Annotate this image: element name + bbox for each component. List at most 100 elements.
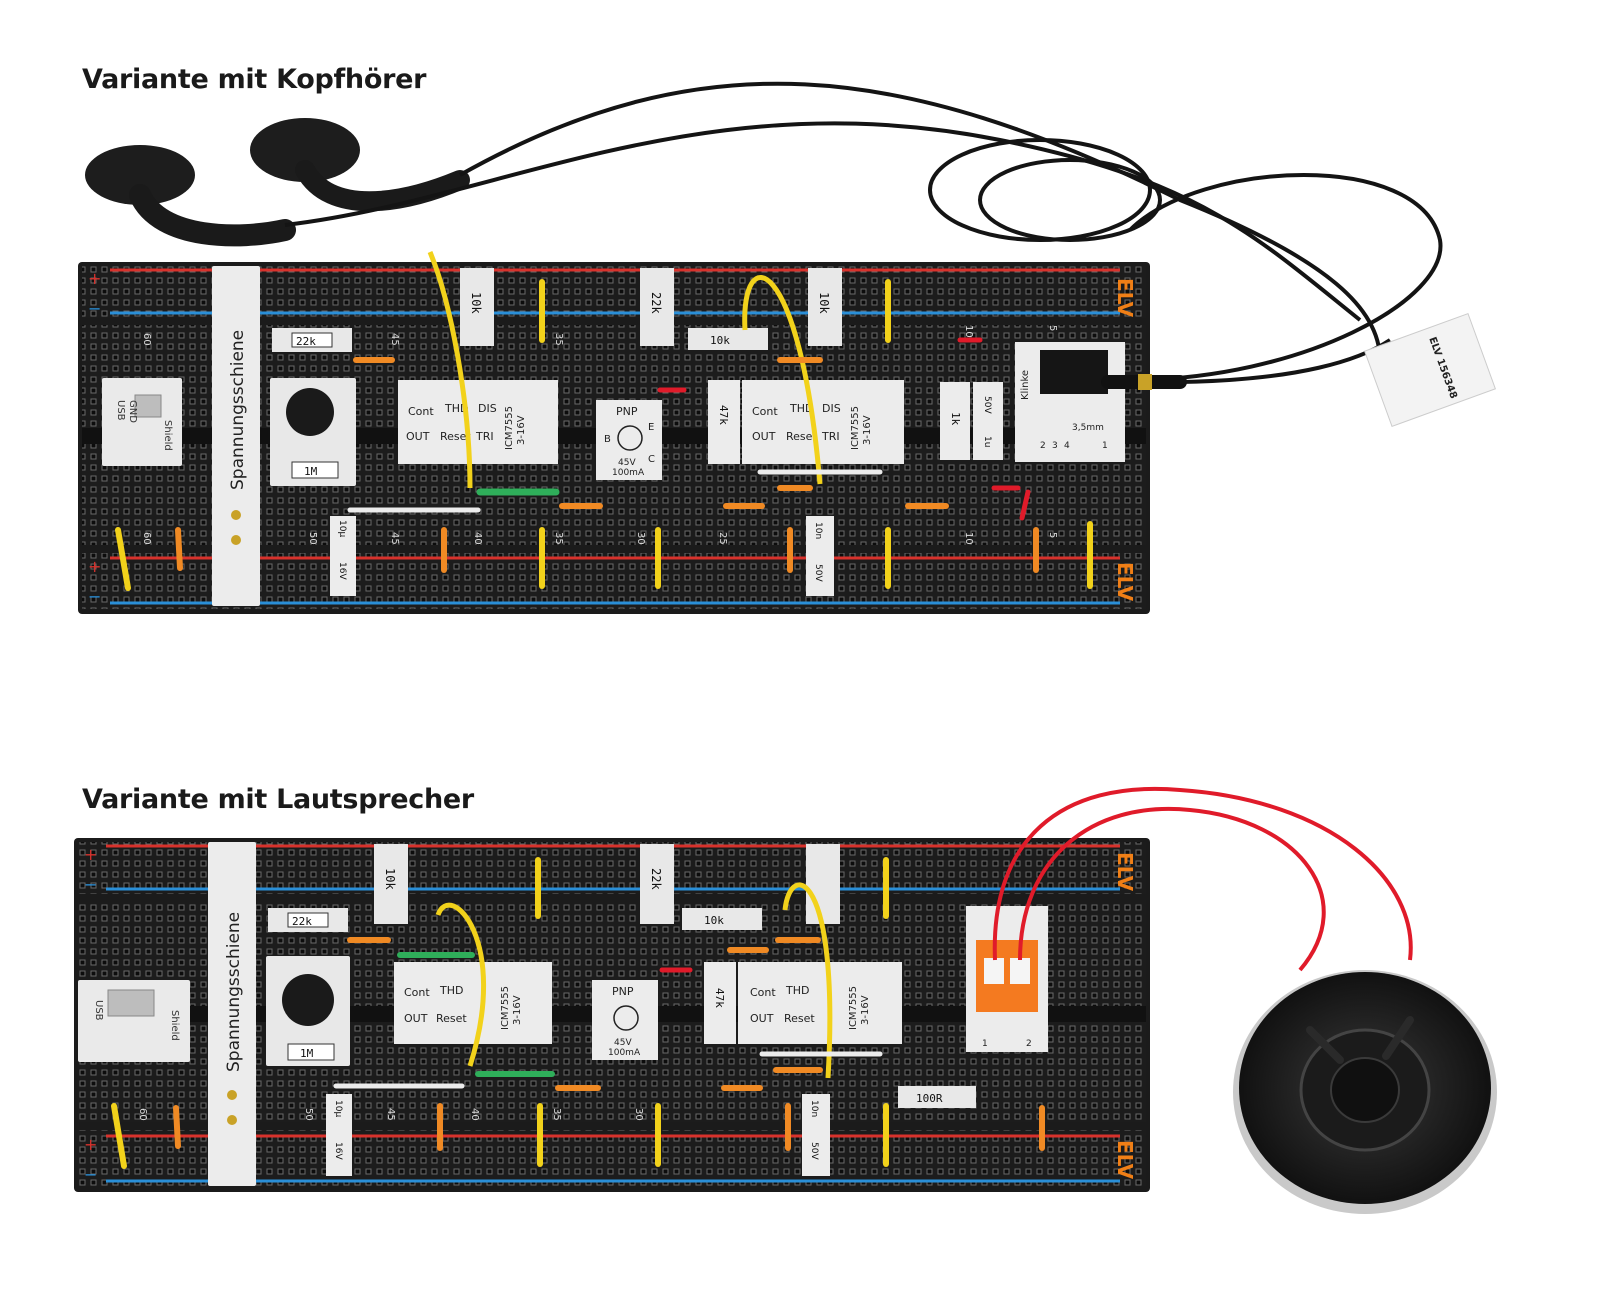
svg-text:PNP: PNP (616, 405, 638, 418)
svg-text:−: − (88, 587, 101, 606)
svg-text:45: 45 (385, 1108, 396, 1121)
svg-text:PNP: PNP (612, 985, 634, 998)
wire-yellow-2 (742, 275, 823, 485)
svg-text:Cont: Cont (750, 986, 776, 999)
svg-text:GND: GND (127, 400, 138, 423)
svg-text:Cont: Cont (404, 986, 430, 999)
svg-text:16V: 16V (333, 1142, 343, 1160)
svg-text:Reset: Reset (786, 430, 817, 443)
svg-text:1u: 1u (982, 436, 992, 447)
svg-text:−: − (88, 299, 101, 318)
svg-text:THD: THD (439, 984, 463, 997)
svg-text:10: 10 (963, 532, 974, 545)
svg-text:−: − (84, 1165, 97, 1184)
svg-text:3-16V: 3-16V (512, 995, 523, 1025)
heading-headphones-variant: Variante mit Kopfhörer (82, 64, 427, 95)
svg-text:+: + (88, 557, 101, 576)
svg-text:THD: THD (785, 984, 809, 997)
svg-text:100mA: 100mA (608, 1048, 641, 1058)
timer-chip-1 (398, 380, 558, 464)
svg-text:10µ: 10µ (337, 520, 347, 537)
svg-text:Reset: Reset (784, 1012, 815, 1025)
svg-text:3-16V: 3-16V (516, 415, 527, 445)
svg-text:Cont: Cont (408, 405, 434, 418)
svg-text:THD: THD (789, 402, 813, 415)
svg-text:E: E (648, 422, 654, 433)
svg-text:22k: 22k (296, 335, 316, 348)
svg-text:Shield: Shield (162, 420, 173, 451)
svg-text:10k: 10k (817, 292, 831, 314)
svg-text:+: + (84, 845, 97, 864)
svg-text:3-16V: 3-16V (860, 995, 871, 1025)
timer-chip-2 (742, 380, 904, 464)
svg-text:+: + (84, 1135, 97, 1154)
svg-text:OUT: OUT (750, 1012, 774, 1025)
svg-text:45: 45 (389, 532, 400, 545)
svg-text:50: 50 (307, 532, 318, 545)
svg-text:OUT: OUT (406, 430, 430, 443)
capacitor-1u (973, 382, 1003, 460)
svg-text:10n: 10n (809, 1100, 819, 1117)
breadboard-bottom: + − + − ELV ELV 60 50 45 40 35 30 Spannu… (74, 838, 1150, 1192)
svg-text:ICM7555: ICM7555 (500, 986, 511, 1030)
svg-text:22k: 22k (649, 868, 663, 890)
svg-text:22k: 22k (649, 292, 663, 314)
svg-text:50V: 50V (809, 1142, 819, 1160)
potentiometer-knob (286, 388, 334, 436)
svg-text:45V: 45V (614, 1038, 632, 1048)
svg-text:4: 4 (1064, 441, 1070, 451)
svg-text:Klinke: Klinke (1020, 370, 1031, 400)
svg-text:1: 1 (982, 1039, 988, 1049)
elv-logo-top: ELV (1113, 278, 1137, 318)
svg-text:1k: 1k (949, 412, 962, 426)
svg-text:1: 1 (1102, 441, 1108, 451)
svg-text:ELV: ELV (1113, 852, 1137, 892)
svg-text:35: 35 (553, 333, 564, 346)
svg-text:100mA: 100mA (612, 468, 645, 478)
svg-text:ICM7555: ICM7555 (848, 986, 859, 1030)
svg-text:50V: 50V (813, 564, 823, 582)
capacitor-10n (806, 516, 834, 596)
svg-text:THD: THD (444, 402, 468, 415)
headphones: ELV 156348 (85, 81, 1497, 428)
svg-text:OUT: OUT (404, 1012, 428, 1025)
svg-text:ICM7555: ICM7555 (504, 406, 515, 450)
usb-module (102, 378, 182, 466)
svg-text:35: 35 (551, 1108, 562, 1121)
elv-logo-bottom: ELV (1113, 562, 1137, 602)
svg-text:2: 2 (1040, 441, 1046, 451)
svg-text:1M: 1M (304, 465, 318, 478)
svg-text:3-16V: 3-16V (862, 415, 873, 445)
svg-text:ICM7555: ICM7555 (850, 406, 861, 450)
svg-text:Cont: Cont (752, 405, 778, 418)
svg-text:DIS: DIS (478, 402, 497, 415)
power-rail-label: Spannungsschiene (228, 330, 248, 490)
svg-text:USB: USB (93, 1000, 104, 1021)
svg-text:10k: 10k (704, 914, 724, 927)
svg-text:35: 35 (553, 532, 564, 545)
svg-text:+: + (88, 269, 101, 288)
breadboard-top: + − + − ELV ELV 60 45 35 10 5 60 50 45 4… (78, 251, 1150, 614)
cable-tag: ELV 156348 (1363, 312, 1497, 428)
svg-text:10k: 10k (469, 292, 483, 314)
svg-text:60: 60 (141, 333, 152, 346)
svg-text:−: − (84, 875, 97, 894)
svg-text:100R: 100R (916, 1092, 943, 1105)
svg-text:TRI: TRI (475, 430, 494, 443)
svg-text:B: B (604, 434, 611, 445)
svg-text:47k: 47k (713, 988, 726, 1008)
svg-text:ELV: ELV (1113, 1140, 1137, 1180)
svg-text:10µ: 10µ (333, 1100, 343, 1117)
svg-text:10: 10 (963, 325, 974, 338)
svg-text:25: 25 (717, 532, 728, 545)
power-rail-module (212, 266, 260, 606)
resistor-47k (708, 380, 740, 464)
svg-text:2: 2 (1026, 1039, 1032, 1049)
resistor-10k-b (808, 268, 842, 346)
svg-text:60: 60 (137, 1108, 148, 1121)
svg-text:5: 5 (1047, 325, 1058, 331)
svg-text:16V: 16V (337, 562, 347, 580)
svg-text:30: 30 (635, 532, 646, 545)
transistor-module (596, 400, 662, 480)
